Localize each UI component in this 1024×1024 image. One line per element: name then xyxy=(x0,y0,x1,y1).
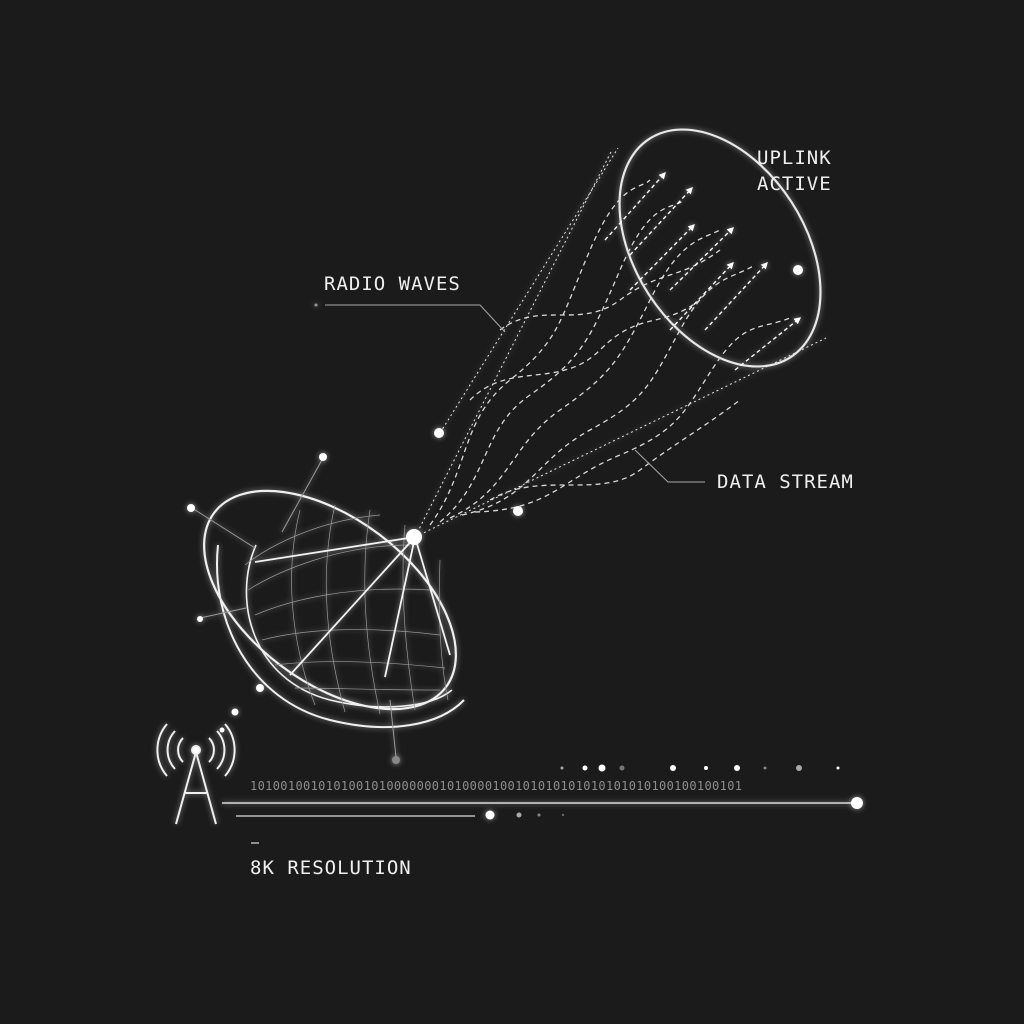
arrow-icon xyxy=(604,171,666,241)
arrow-icon xyxy=(629,186,693,256)
dish-bowl-outer xyxy=(216,544,465,729)
dish-pointer-lines xyxy=(191,457,397,758)
node xyxy=(516,812,522,818)
satellite-dish-icon xyxy=(191,457,465,758)
node xyxy=(763,766,767,770)
data-bus xyxy=(222,802,856,844)
node xyxy=(231,708,239,716)
radio-waves xyxy=(429,179,791,526)
beam-aperture-ellipse xyxy=(618,128,822,368)
node xyxy=(485,810,495,820)
leader-lines xyxy=(325,304,705,483)
resolution-label: 8K RESOLUTION xyxy=(250,857,412,879)
node xyxy=(793,265,803,275)
beam-cone xyxy=(414,128,827,538)
node xyxy=(197,616,203,622)
node xyxy=(670,765,676,771)
radio-waves-label: RADIO WAVES xyxy=(324,273,461,295)
radio-waves-leader xyxy=(325,304,506,333)
node xyxy=(392,756,400,764)
node xyxy=(513,506,523,516)
dish-rim xyxy=(203,489,457,711)
uplink-label-line2: ACTIVE xyxy=(757,173,832,195)
feed-horn xyxy=(406,529,422,545)
bus-dots xyxy=(485,764,863,820)
node xyxy=(314,303,318,307)
node xyxy=(619,765,625,771)
node xyxy=(319,453,327,461)
binary-stream-text: 1010010010101001010000000101000010010101… xyxy=(250,779,743,793)
node xyxy=(734,765,740,771)
arrow-icon xyxy=(704,261,768,331)
arrow-icon xyxy=(669,227,734,291)
uplink-active-label: UPLINK ACTIVE xyxy=(757,145,832,197)
dish-bowl-inner xyxy=(245,544,453,708)
beam-edge-mid xyxy=(439,147,619,434)
node xyxy=(836,766,840,770)
node xyxy=(434,428,444,438)
node xyxy=(256,684,264,692)
uplink-arrows xyxy=(604,171,802,371)
node xyxy=(582,765,588,771)
uplink-label-line1: UPLINK xyxy=(757,147,832,169)
node xyxy=(560,766,564,770)
arrow-icon xyxy=(629,224,695,291)
beam-edge-lower xyxy=(414,337,827,538)
arrow-icon xyxy=(669,261,734,331)
data-stream-label: DATA STREAM xyxy=(717,471,854,493)
nodes xyxy=(187,265,803,764)
data-stream-leader xyxy=(634,449,705,483)
node xyxy=(598,764,606,772)
node xyxy=(561,813,565,817)
arrow-icon xyxy=(734,317,802,371)
node xyxy=(537,813,541,817)
radio-tower-icon xyxy=(156,723,236,825)
bus-end-node xyxy=(851,797,863,809)
dish-feed-struts xyxy=(254,536,451,678)
node xyxy=(704,766,708,770)
node xyxy=(187,504,195,512)
beam-edge-upper xyxy=(414,149,613,538)
dish-mesh xyxy=(244,504,449,715)
node xyxy=(796,765,802,771)
node xyxy=(219,727,225,733)
